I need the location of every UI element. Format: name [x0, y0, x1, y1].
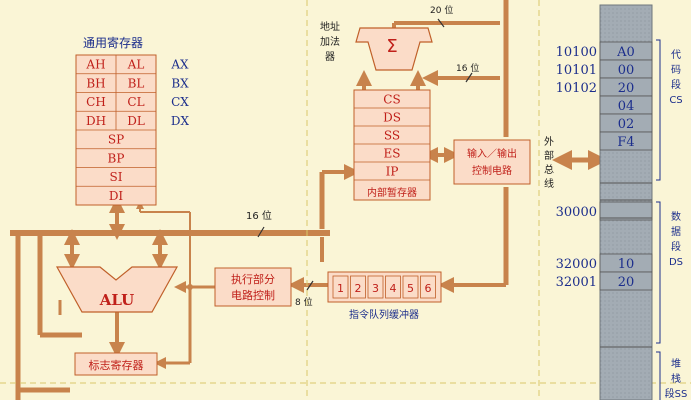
register-low-2: CL [127, 95, 144, 109]
segment-label-code-3: CS [669, 95, 682, 106]
register-single-2: SI [110, 170, 123, 184]
register-high-0: AH [85, 58, 105, 72]
segment-label-data-2: 段 [671, 240, 681, 253]
segment-label-data-3: DS [669, 257, 683, 268]
bus-width-top: 20 位 [430, 4, 453, 16]
memory-address-ds-1: 32000 [556, 257, 597, 272]
bus-width-queue: 8 位 [295, 296, 313, 308]
memory-value-cs-4: 02 [618, 117, 635, 132]
queue-cell-label-1: 2 [355, 282, 362, 295]
exec-control-line1: 执行部分 [231, 272, 275, 286]
memory-address-cs-1: 10101 [556, 63, 597, 78]
queue-cell-label-0: 1 [337, 282, 344, 295]
alu-label: ALU [99, 291, 134, 309]
flags-label: 标志寄存器 [89, 358, 144, 372]
segment-label-data-1: 据 [671, 225, 681, 238]
bus-width-mid: 16 位 [456, 62, 479, 74]
memory-address-ds-2: 32001 [556, 275, 597, 290]
external-bus-char-1: 部 [544, 149, 554, 162]
register-high-2: CH [86, 95, 106, 109]
queue-cell-label-3: 4 [390, 282, 397, 295]
segment-label-stack-2: 段SS [665, 387, 688, 400]
segment-label-code-1: 码 [671, 64, 681, 76]
adder-symbol: Σ [386, 36, 397, 57]
external-bus-char-0: 外 [544, 136, 554, 148]
segment-label-code-0: 代 [671, 49, 681, 61]
register-single-0: SP [108, 133, 124, 147]
flags-register-box [74, 352, 158, 376]
memory-value-cs-0: A0 [616, 45, 635, 60]
register-high-3: DH [86, 114, 106, 128]
register-name-3: DX [171, 114, 190, 128]
queue-cell-label-4: 5 [407, 282, 414, 295]
memory-value-cs-5: F4 [617, 135, 634, 150]
queue-cell-2 [367, 275, 384, 299]
segment-register-1: DS [383, 111, 401, 125]
memory-cell-ds-2 [599, 271, 653, 291]
memory-address-cs-0: 10100 [556, 45, 597, 60]
memory-address-cs-2: 10102 [556, 81, 597, 96]
adder-line1: 地址 [320, 20, 340, 33]
register-single-1: BP [108, 151, 125, 165]
io-control-box [453, 139, 531, 185]
queue-cell-3 [385, 275, 401, 299]
segment-caption: 内部暂存器 [367, 186, 417, 199]
register-low-0: AL [127, 58, 145, 72]
segment-label-stack-1: 栈 [671, 372, 681, 385]
adder-line2: 加法 [320, 35, 340, 48]
memory-value-ds-2: 20 [618, 275, 635, 290]
external-bus-char-3: 线 [544, 177, 554, 190]
memory-cell-ds-0 [599, 201, 653, 221]
memory-value-cs-2: 20 [618, 81, 635, 96]
segment-register-0: CS [383, 93, 400, 107]
queue-cell-label-2: 3 [372, 282, 379, 295]
memory-cell-cs-5 [599, 131, 653, 151]
register-name-2: CX [171, 95, 189, 109]
segment-register-3: ES [384, 147, 401, 161]
queue-cell-4 [402, 275, 419, 299]
segment-label-data-0: 数 [671, 210, 681, 223]
external-bus-char-2: 总 [544, 163, 554, 176]
address-adder-unit [355, 27, 433, 71]
segment-register-2: SS [384, 129, 400, 143]
register-low-1: BL [128, 76, 145, 90]
io-control-line2: 控制电路 [472, 164, 512, 177]
bus-width-internal: 16 位 [246, 209, 272, 222]
segment-label-stack-0: 堆 [671, 358, 681, 370]
register-single-3: DI [109, 189, 124, 203]
junction-dot [187, 284, 193, 290]
memory-address-ds-0: 30000 [556, 205, 597, 220]
queue-caption: 指令队列缓冲器 [349, 308, 419, 321]
io-control-line1: 输入／输出 [467, 147, 517, 160]
alu-unit [55, 266, 179, 313]
register-low-3: DL [127, 114, 145, 128]
segment-label-code-2: 段 [671, 78, 681, 91]
exec-control-box [214, 267, 292, 307]
memory-value-cs-1: 00 [618, 63, 635, 78]
adder-line3: 器 [325, 51, 335, 63]
segment-registers-box [353, 89, 431, 201]
register-high-1: BH [86, 76, 105, 90]
segment-register-4: IP [386, 165, 399, 179]
register-name-1: BX [171, 76, 189, 90]
queue-cell-5 [420, 275, 436, 299]
memory-value-ds-1: 10 [618, 257, 635, 272]
memory-value-cs-3: 04 [618, 99, 635, 114]
register-name-0: AX [170, 58, 189, 72]
queue-cell-1 [350, 275, 366, 299]
bus-lines [10, 0, 608, 400]
queue-cell-0 [332, 275, 349, 299]
registers-title: 通用寄存器 [83, 35, 143, 50]
exec-control-line2: 电路控制 [231, 288, 275, 302]
queue-cell-label-5: 6 [425, 282, 432, 295]
